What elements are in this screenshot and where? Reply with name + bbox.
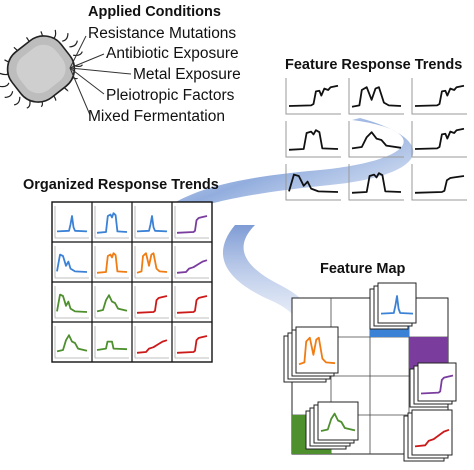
flow-ribbon <box>160 118 414 345</box>
cell-axes <box>134 206 169 239</box>
feature-map-title: Feature Map <box>320 261 406 277</box>
trend-panel-axes <box>348 164 404 201</box>
trend-line <box>288 84 339 107</box>
bacterium-icon <box>0 29 83 109</box>
organized-trend-line <box>56 334 88 353</box>
condition-metal-exposure: Metal Exposure <box>133 66 241 83</box>
cell-axes <box>54 286 89 319</box>
cell-axes <box>174 246 209 279</box>
organized-trend-line <box>56 293 88 313</box>
organized-trend-line <box>56 215 88 233</box>
trend-line <box>351 172 402 194</box>
trend-panel-axes <box>411 164 467 201</box>
organized-trend-line <box>176 295 208 314</box>
organized-trend-line <box>176 259 208 274</box>
cell-axes <box>174 286 209 319</box>
cell-axes <box>94 286 129 319</box>
condition-connectors <box>69 35 132 116</box>
cell-axes <box>94 246 129 279</box>
condition-antibiotic-exposure: Antibiotic Exposure <box>106 45 239 62</box>
feature-map <box>283 282 457 462</box>
cell-axes <box>54 246 89 279</box>
blue-region <box>370 325 409 337</box>
trend-line <box>288 129 339 151</box>
flagellum <box>0 82 10 88</box>
trend-line <box>414 84 465 107</box>
organized-trend-line <box>96 252 128 274</box>
condition-mixed-fermentation: Mixed Fermentation <box>88 108 225 125</box>
trend-panel-axes <box>285 164 341 201</box>
organized-trend-line <box>136 252 168 274</box>
cell-axes <box>134 326 169 359</box>
feature-response-trends-title: Feature Response Trends <box>285 57 463 73</box>
feature-trend-line <box>420 374 454 395</box>
trend-panel-axes <box>411 121 467 158</box>
cell-axes <box>174 206 209 239</box>
feature-trend-line <box>414 428 450 448</box>
cell-axes <box>54 326 89 359</box>
trend-panel-axes <box>285 121 341 158</box>
trend-panel-axes <box>285 78 341 115</box>
stacked-panel <box>417 362 457 402</box>
organized-trend-line <box>96 212 128 234</box>
organized-trend-line <box>136 295 168 314</box>
trend-panel-axes <box>348 121 404 158</box>
cell-axes <box>94 206 129 239</box>
flagellum <box>13 96 21 106</box>
organized-trend-line <box>56 253 88 273</box>
organized-response-trends-title: Organized Response Trends <box>23 177 219 193</box>
feature-trend-line <box>298 336 336 366</box>
organized-trend-line <box>136 339 168 354</box>
trend-line <box>414 127 465 150</box>
feature-response-trends-grid <box>285 78 467 201</box>
flagellum <box>62 33 69 42</box>
organized-trend-line <box>96 294 128 313</box>
condition-resistance-mutations: Resistance Mutations <box>88 25 237 42</box>
feature-trend-line <box>320 412 356 432</box>
feature-trend-line <box>380 295 414 315</box>
stacked-panel <box>295 326 339 374</box>
cell-axes <box>94 326 129 359</box>
organized-trend-line <box>136 215 168 233</box>
flagellum <box>4 91 14 98</box>
stacked-panel <box>411 409 453 456</box>
trend-line <box>288 173 339 193</box>
cell-axes <box>134 286 169 319</box>
trend-panel-axes <box>348 78 404 115</box>
flagellum <box>73 51 83 57</box>
flagellum <box>69 40 78 48</box>
condition-pleiotropic-factors: Pleiotropic Factors <box>106 87 235 104</box>
organized-response-trends-grid <box>51 201 213 363</box>
cell-axes <box>54 206 89 239</box>
trend-line <box>351 86 402 108</box>
trend-panel-axes <box>411 78 467 115</box>
organized-trend-line <box>96 340 128 351</box>
trend-line <box>351 131 402 150</box>
cell-axes <box>174 326 209 359</box>
cell-axes <box>134 246 169 279</box>
trend-line <box>414 175 465 194</box>
organized-trend-line <box>176 215 208 234</box>
organized-trend-line <box>176 335 208 354</box>
applied-conditions-title: Applied Conditions <box>88 4 221 20</box>
